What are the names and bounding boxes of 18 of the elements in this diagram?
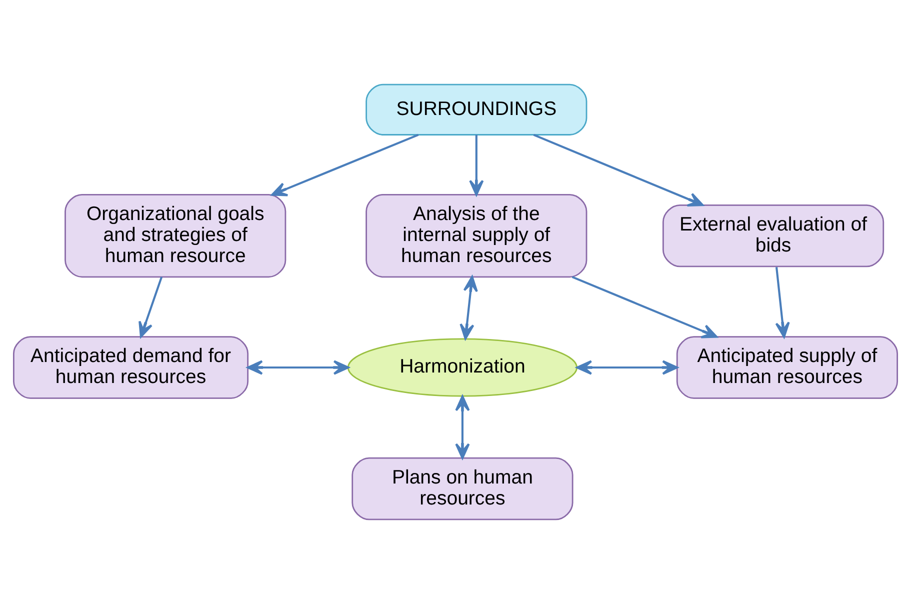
arrow (455, 395, 470, 460)
arrow (576, 360, 678, 375)
node-box: Analysis of the internal supply of human resources (366, 194, 588, 278)
arrow (271, 134, 419, 196)
arrow (246, 360, 350, 375)
arrow (469, 134, 484, 196)
arrow (775, 266, 790, 338)
arrow (460, 276, 478, 340)
node-box: Plans on human resources (352, 457, 574, 520)
node-box: Organizational goals and strategies of human resource (64, 194, 286, 278)
arrow (572, 276, 718, 338)
arrow (533, 134, 704, 207)
node-box: External evaluation of bids (662, 204, 884, 268)
node-ellipse: Harmonization (347, 338, 578, 397)
arrow (138, 276, 163, 338)
node-box: Anticipated supply of human resources (676, 336, 898, 399)
node-box: Anticipated demand for human resources (12, 336, 249, 399)
node-box: SURROUNDINGS (366, 84, 588, 136)
